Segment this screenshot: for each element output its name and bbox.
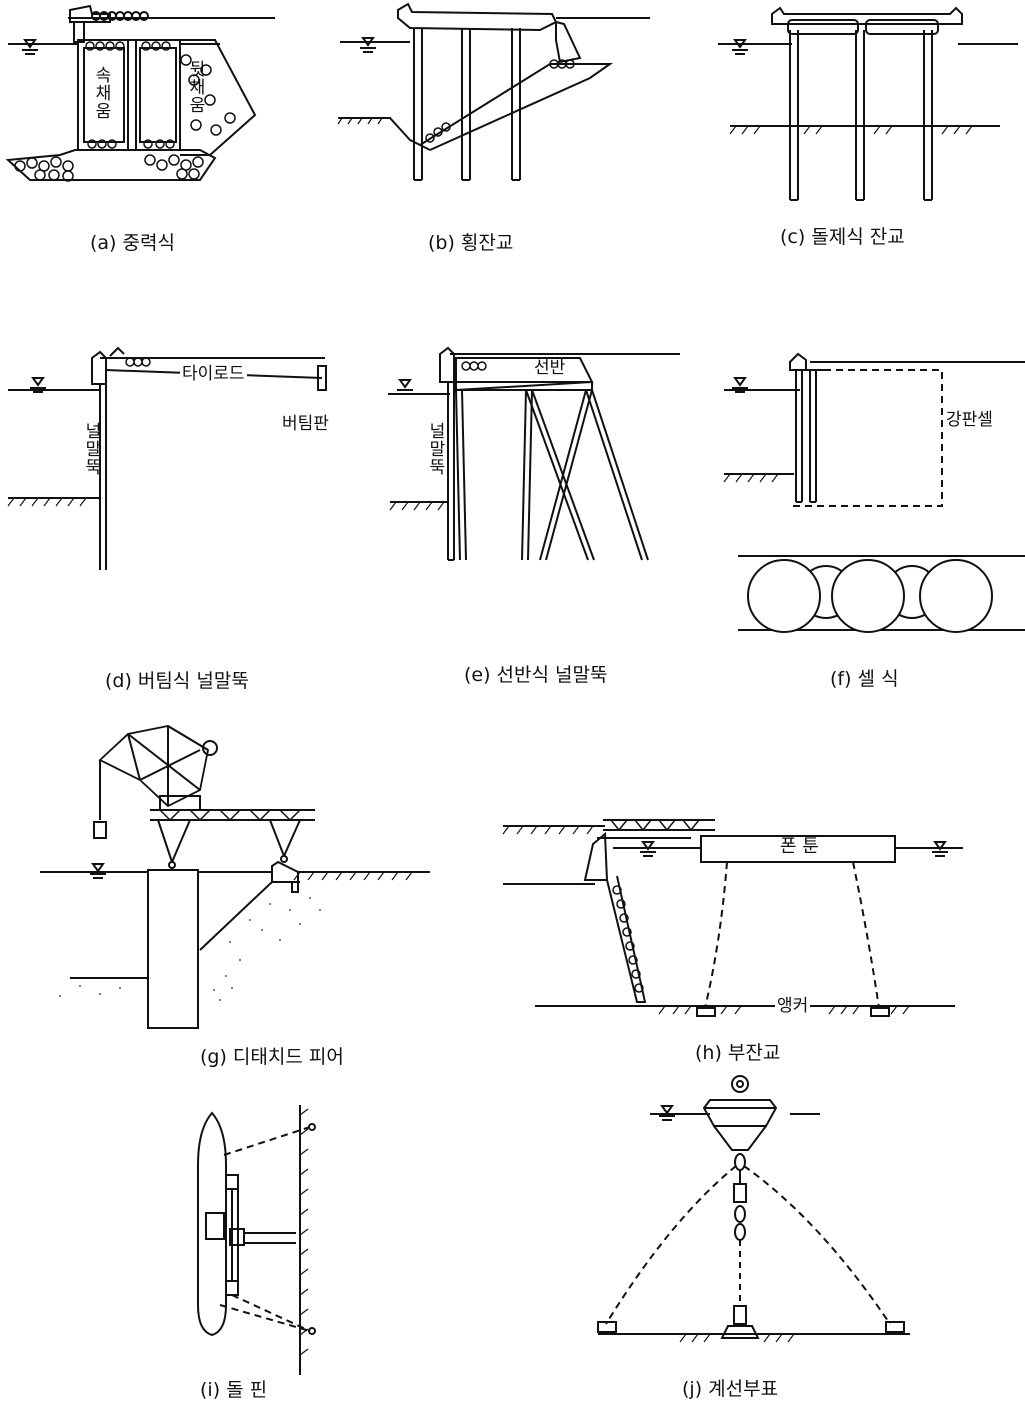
panel-e-relieving-platform: 선반 널말뚝 (e) 선반식 널말뚝 <box>380 330 700 700</box>
dolphin-drawing <box>150 1105 350 1375</box>
relieving-platform-drawing <box>380 330 700 590</box>
water-level-icon <box>640 842 656 856</box>
panel-c-jetty-pier: (c) 돌제식 잔교 <box>700 0 1020 260</box>
open-pier-drawing <box>330 0 650 210</box>
caption-i: (i) 돌 핀 <box>200 1379 268 1401</box>
gravity-wall-drawing <box>0 0 300 210</box>
label-steel-cell: 강판셀 <box>946 410 993 430</box>
cellular-drawing <box>710 330 1025 640</box>
water-level-icon <box>30 378 46 392</box>
mooring-buoy-drawing <box>590 1070 930 1370</box>
caption-d: (d) 버팀식 널말뚝 <box>105 670 249 692</box>
water-level-icon <box>932 842 948 856</box>
label-anchor: 앵커 <box>775 996 811 1016</box>
panel-i-dolphin: (i) 돌 핀 <box>150 1105 350 1405</box>
water-level-icon <box>360 38 376 52</box>
detached-pier-drawing <box>0 710 460 1030</box>
caption-b: (b) 횡잔교 <box>428 232 514 254</box>
water-level-icon <box>397 380 413 394</box>
water-level-icon <box>732 40 748 54</box>
caption-a: (a) 중력식 <box>90 232 175 254</box>
panel-j-mooring-buoy: (j) 계선부표 <box>590 1070 930 1405</box>
label-inner-fill: 속채움 <box>91 66 111 120</box>
label-shelf: 선반 <box>532 358 568 378</box>
panel-d-anchored-sheet-pile: 타이로드 버팀판 널말뚝 (d) 버팀식 널말뚝 <box>0 330 360 700</box>
panel-b-open-pier: (b) 횡잔교 <box>330 0 650 260</box>
panel-a-gravity-wall: 속채움 뒷채움 (a) 중력식 <box>0 0 300 260</box>
water-level-icon <box>90 864 106 878</box>
caption-j: (j) 계선부표 <box>682 1378 779 1400</box>
panel-f-cellular: 강판셀 (f) 셀 식 <box>710 330 1025 700</box>
water-level-icon <box>22 40 38 54</box>
label-pontoon: 폰 툰 <box>780 836 819 857</box>
label-tie-rod: 타이로드 <box>180 364 247 384</box>
label-sheet-pile-e: 널말뚝 <box>425 422 445 476</box>
caption-g: (g) 디태치드 피어 <box>200 1046 344 1068</box>
panel-g-detached-pier: (g) 디태치드 피어 <box>0 710 460 1068</box>
label-anchor-plate: 버팀판 <box>282 414 329 434</box>
panel-h-floating-pier: 폰 툰 앵커 (h) 부잔교 <box>495 790 1025 1080</box>
jetty-pier-drawing <box>700 0 1020 210</box>
caption-e: (e) 선반식 널말뚝 <box>464 664 608 686</box>
water-level-icon <box>732 378 748 392</box>
water-level-icon <box>659 1106 675 1120</box>
label-back-fill: 뒷채움 <box>185 60 205 114</box>
caption-f: (f) 셀 식 <box>830 668 899 690</box>
caption-c: (c) 돌제식 잔교 <box>780 226 905 248</box>
floating-pier-drawing <box>495 790 1025 1050</box>
caption-h: (h) 부잔교 <box>695 1042 781 1064</box>
label-sheet-pile-d: 널말뚝 <box>81 422 101 476</box>
